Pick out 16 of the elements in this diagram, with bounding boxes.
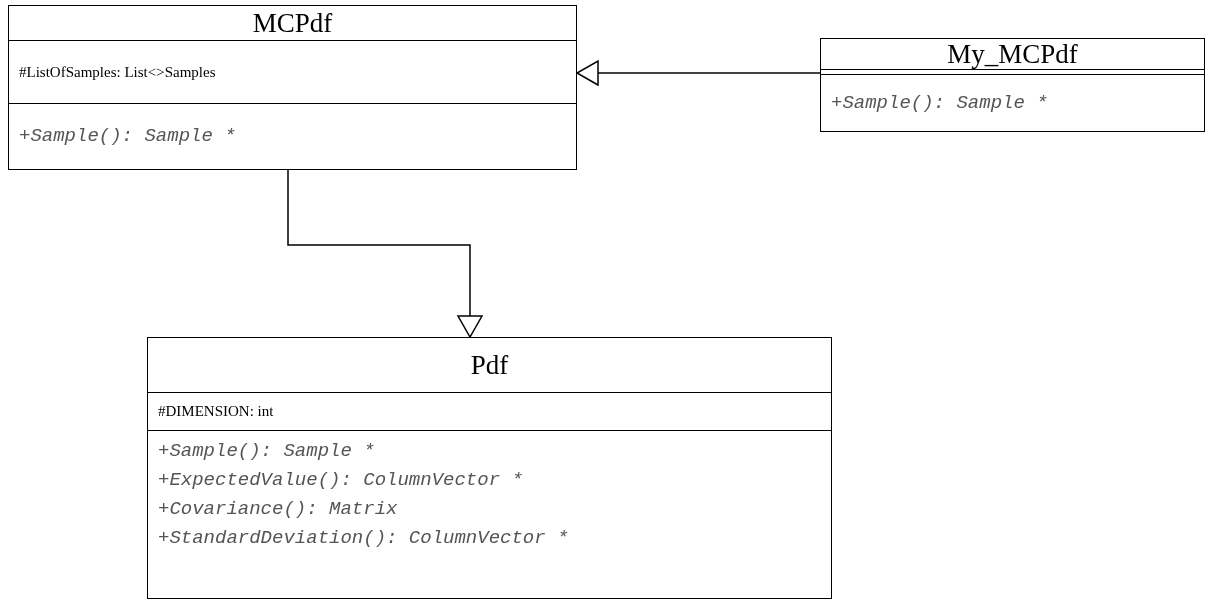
class-name: My_MCPdf [947, 38, 1078, 70]
class-box [820, 38, 1205, 132]
method-text: +Sample(): Sample * [831, 90, 1049, 116]
method-text: +Covariance(): Matrix [158, 497, 399, 522]
inheritance-arrow [576, 60, 821, 86]
method-text: +ExpectedValue(): ColumnVector * [158, 468, 524, 493]
attribute-text: #DIMENSION: int [158, 403, 275, 420]
method-text: +StandardDeviation(): ColumnVector * [158, 526, 570, 551]
inheritance-arrow [287, 169, 483, 338]
class-name: Pdf [470, 349, 509, 381]
method-text: +Sample(): Sample * [158, 439, 376, 464]
class-box [8, 5, 577, 170]
method-text: +Sample(): Sample * [19, 124, 237, 149]
class-name: MCPdf [252, 7, 333, 39]
class-box [147, 337, 832, 599]
attribute-text: #ListOfSamples: List<>Samples [19, 63, 217, 81]
